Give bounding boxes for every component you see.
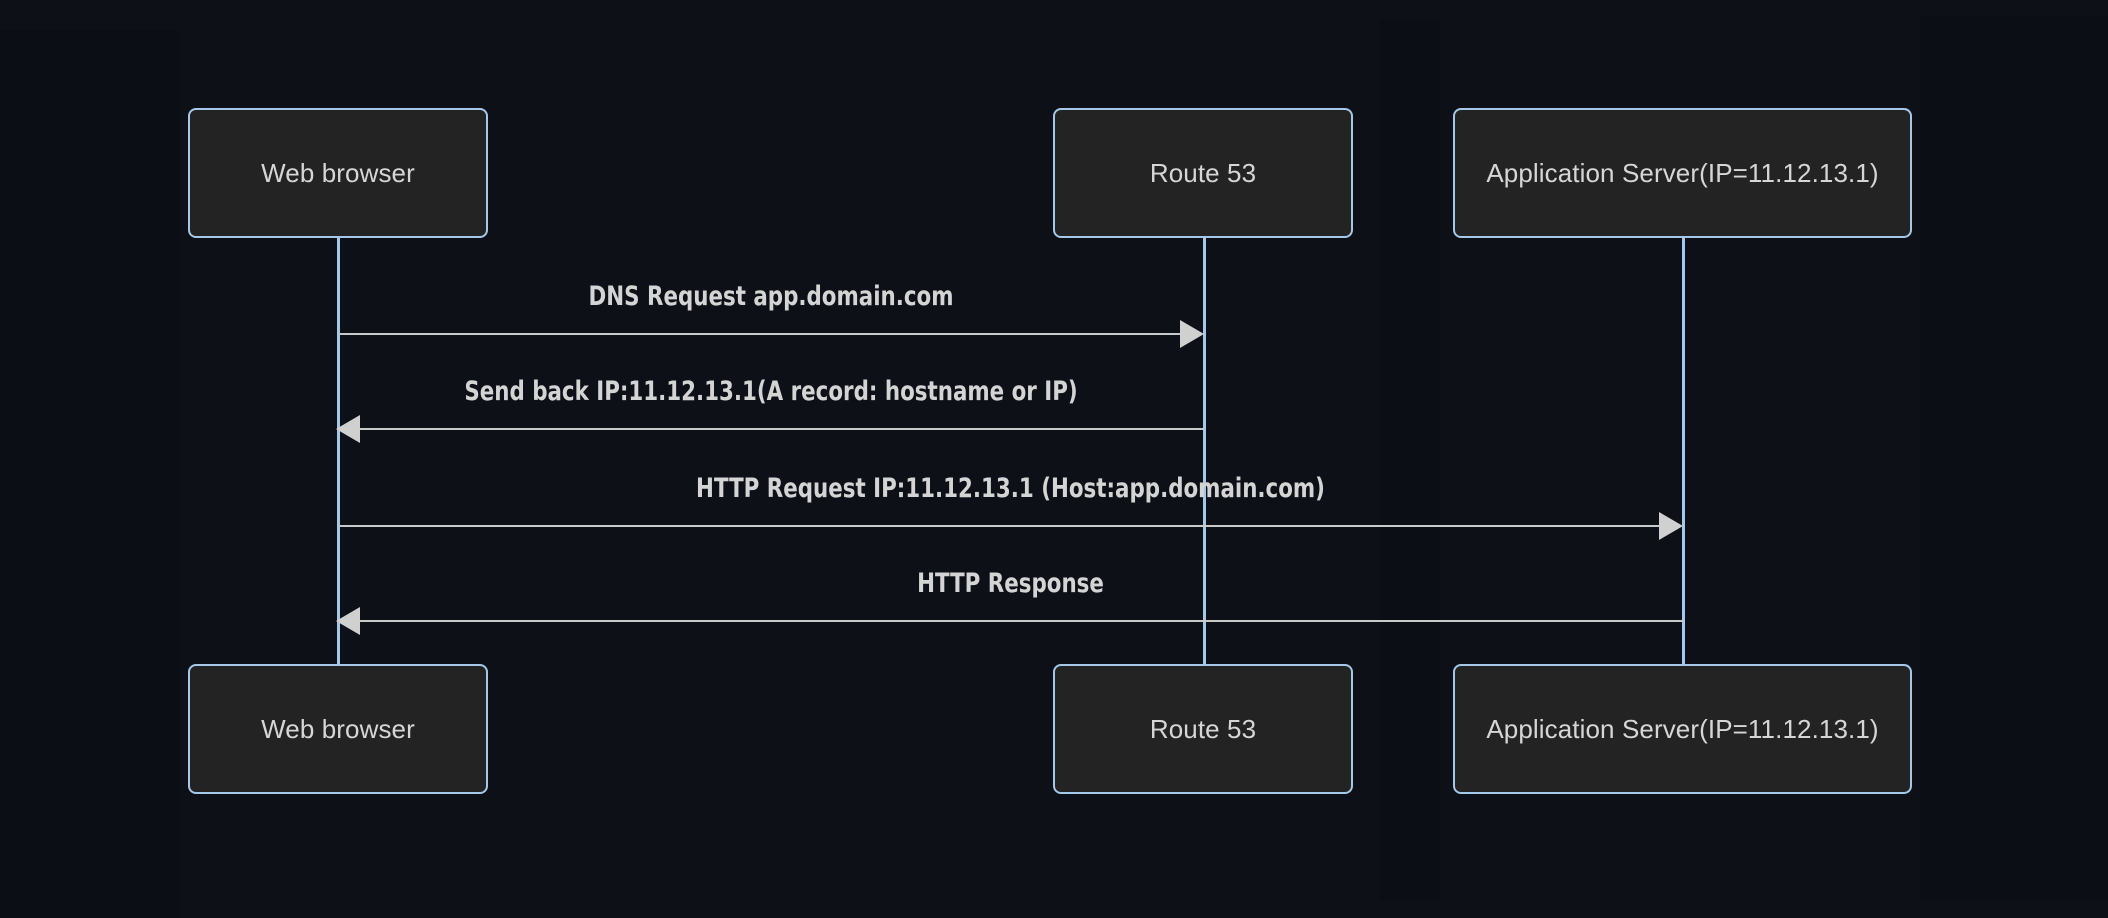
participant-box-route-53-top[interactable]: Route 53: [1053, 108, 1353, 238]
arrowhead-left-icon-2: [336, 415, 360, 443]
participant-label-application-server-top: Application Server(IP=11.12.13.1): [1486, 157, 1879, 188]
participant-box-web-browser-bottom[interactable]: Web browser: [188, 664, 488, 794]
background-band-left: [0, 30, 180, 918]
participant-box-web-browser-top[interactable]: Web browser: [188, 108, 488, 238]
participant-label-web-browser-bottom: Web browser: [261, 713, 415, 744]
participant-box-application-server-bottom[interactable]: Application Server(IP=11.12.13.1): [1453, 664, 1912, 794]
participant-box-route-53-bottom[interactable]: Route 53: [1053, 664, 1353, 794]
message-line-3: [340, 525, 1659, 527]
participant-label-route-53-top: Route 53: [1149, 157, 1257, 188]
participant-label-application-server-bottom: Application Server(IP=11.12.13.1): [1486, 713, 1879, 744]
message-label-3: HTTP Request IP:11.12.13.1 (Host:app.dom…: [696, 473, 1325, 504]
lifeline-route-53: [1203, 236, 1206, 666]
arrowhead-left-icon-4: [336, 607, 360, 635]
arrowhead-right-icon-1: [1180, 320, 1204, 348]
participant-label-route-53-bottom: Route 53: [1149, 713, 1257, 744]
lifeline-application-server: [1682, 236, 1685, 666]
arrowhead-right-icon-3: [1659, 512, 1683, 540]
lifeline-web-browser: [337, 236, 340, 666]
participant-label-web-browser-top: Web browser: [261, 157, 415, 188]
message-label-2: Send back IP:11.12.13.1(A record: hostna…: [464, 376, 1078, 407]
background-band-mid: [1380, 20, 1440, 900]
message-line-4: [360, 620, 1683, 622]
participant-box-application-server-top[interactable]: Application Server(IP=11.12.13.1): [1453, 108, 1912, 238]
message-label-1: DNS Request app.domain.com: [588, 281, 954, 312]
message-line-1: [340, 333, 1180, 335]
message-label-4: HTTP Response: [917, 568, 1104, 599]
message-line-2: [360, 428, 1204, 430]
background-band-right: [1920, 15, 2108, 900]
